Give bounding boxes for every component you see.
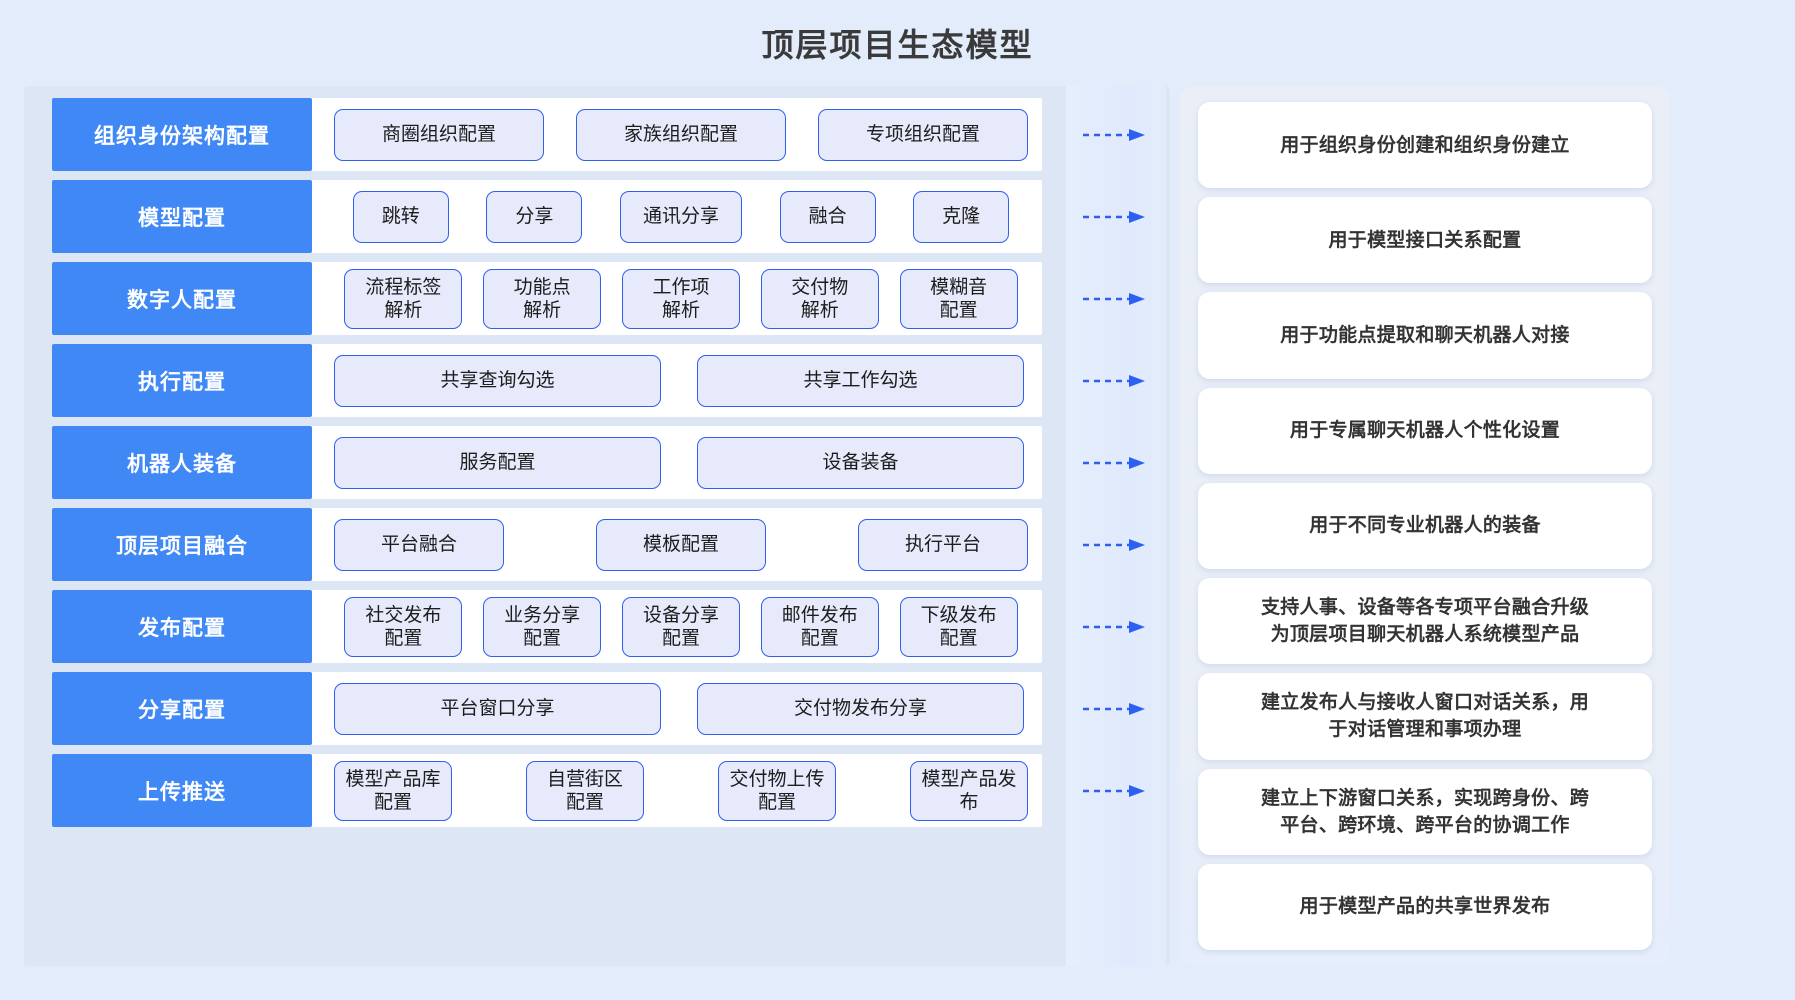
pill-button[interactable]: 交付物上传 配置 (718, 760, 836, 821)
pill-button[interactable]: 模型产品发 布 (910, 760, 1028, 821)
pill-button[interactable]: 工作项 解析 (621, 268, 740, 329)
pill-button[interactable]: 功能点 解析 (483, 268, 602, 329)
row-label-8[interactable]: 分享配置 (52, 672, 312, 745)
row-list: 组织身份架构配置商圈组织配置家族组织配置专项组织配置模型配置跳转分享通讯分享融合… (24, 98, 1170, 827)
pill-button[interactable]: 分享 (486, 190, 583, 243)
pill-button[interactable]: 社交发布 配置 (344, 596, 463, 657)
description-card: 用于功能点提取和聊天机器人对接 (1198, 292, 1652, 379)
row-label-2[interactable]: 模型配置 (52, 180, 312, 253)
pill-button[interactable]: 克隆 (913, 190, 1010, 243)
diagram-row: 组织身份架构配置商圈组织配置家族组织配置专项组织配置 (52, 98, 1042, 171)
dashed-arrow-right-icon (1066, 426, 1166, 499)
pill-button[interactable]: 通讯分享 (619, 190, 742, 243)
dashed-arrow-right-icon (1066, 180, 1166, 253)
row-items: 平台窗口分享交付物发布分享 (312, 672, 1042, 745)
pill-button[interactable]: 融合 (779, 190, 876, 243)
description-card: 用于组织身份创建和组织身份建立 (1198, 102, 1652, 189)
pill-button[interactable]: 自营街区 配置 (526, 760, 644, 821)
pill-button[interactable]: 平台窗口分享 (334, 682, 661, 735)
diagram-row: 模型配置跳转分享通讯分享融合克隆 (52, 180, 1042, 253)
pill-button[interactable]: 服务配置 (334, 436, 661, 489)
description-card: 用于模型产品的共享世界发布 (1198, 863, 1652, 950)
description-card: 建立发布人与接收人窗口对话关系，用 于对话管理和事项办理 (1198, 673, 1652, 760)
dashed-arrow-right-icon (1066, 590, 1166, 663)
row-label-3[interactable]: 数字人配置 (52, 262, 312, 335)
pill-button[interactable]: 业务分享 配置 (483, 596, 602, 657)
pill-button[interactable]: 跳转 (352, 190, 449, 243)
description-card: 用于不同专业机器人的装备 (1198, 482, 1652, 570)
diagram-body: 组织身份架构配置商圈组织配置家族组织配置专项组织配置模型配置跳转分享通讯分享融合… (0, 86, 1795, 1000)
pill-button[interactable]: 模型产品库 配置 (334, 760, 452, 821)
pill-button[interactable]: 设备装备 (697, 436, 1024, 489)
pill-button[interactable]: 下级发布 配置 (899, 596, 1018, 657)
pill-button[interactable]: 商圈组织配置 (334, 108, 544, 161)
dashed-arrow-right-icon (1066, 672, 1166, 745)
pill-button[interactable]: 模糊音 配置 (899, 268, 1018, 329)
row-items: 平台融合 模板配置 执行平台 (312, 508, 1042, 581)
row-label-7[interactable]: 发布配置 (52, 590, 312, 663)
description-panel: 用于组织身份创建和组织身份建立用于模型接口关系配置用于功能点提取和聊天机器人对接… (1180, 86, 1670, 966)
dashed-arrow-right-icon (1066, 262, 1166, 335)
dashed-arrow-right-icon (1066, 344, 1166, 417)
row-items: 服务配置设备装备 (312, 426, 1042, 499)
pill-button[interactable]: 共享查询勾选 (334, 354, 661, 407)
diagram-row: 数字人配置流程标签 解析功能点 解析工作项 解析交付物 解析模糊音 配置 (52, 262, 1042, 335)
pill-button[interactable]: 家族组织配置 (576, 108, 786, 161)
row-items: 模型产品库 配置 自营街区 配置 交付物上传 配置 模型产品发 布 (312, 754, 1042, 827)
description-card: 用于专属聊天机器人个性化设置 (1198, 387, 1652, 474)
page-title: 顶层项目生态模型 (761, 27, 1034, 63)
left-panel: 组织身份架构配置商圈组织配置家族组织配置专项组织配置模型配置跳转分享通讯分享融合… (24, 86, 1170, 966)
diagram-row: 发布配置社交发布 配置业务分享 配置设备分享 配置邮件发布 配置下级发布 配置 (52, 590, 1042, 663)
row-label-1[interactable]: 组织身份架构配置 (52, 98, 312, 171)
pill-button[interactable]: 共享工作勾选 (697, 354, 1024, 407)
row-label-4[interactable]: 执行配置 (52, 344, 312, 417)
row-items: 商圈组织配置家族组织配置专项组织配置 (312, 98, 1042, 171)
diagram-row: 顶层项目融合平台融合 模板配置 执行平台 (52, 508, 1042, 581)
pill-button[interactable]: 模板配置 (596, 518, 766, 571)
row-items: 社交发布 配置业务分享 配置设备分享 配置邮件发布 配置下级发布 配置 (312, 590, 1042, 663)
pill-button[interactable]: 平台融合 (334, 518, 504, 571)
dashed-arrow-right-icon (1066, 754, 1166, 827)
pill-button[interactable]: 流程标签 解析 (344, 268, 463, 329)
pill-button[interactable]: 执行平台 (858, 518, 1028, 571)
pill-button[interactable]: 邮件发布 配置 (760, 596, 879, 657)
diagram-row: 执行配置共享查询勾选共享工作勾选 (52, 344, 1042, 417)
pill-button[interactable]: 交付物发布分享 (697, 682, 1024, 735)
diagram-row: 分享配置平台窗口分享交付物发布分享 (52, 672, 1042, 745)
connector-band (1066, 86, 1166, 966)
pill-button[interactable]: 专项组织配置 (818, 108, 1028, 161)
diagram-row: 机器人装备服务配置设备装备 (52, 426, 1042, 499)
row-items: 共享查询勾选共享工作勾选 (312, 344, 1042, 417)
pill-button[interactable]: 交付物 解析 (760, 268, 879, 329)
diagram-row: 上传推送模型产品库 配置 自营街区 配置 交付物上传 配置 模型产品发 布 (52, 754, 1042, 827)
description-card: 用于模型接口关系配置 (1198, 197, 1652, 284)
row-label-9[interactable]: 上传推送 (52, 754, 312, 827)
description-card: 支持人事、设备等各专项平台融合升级 为顶层项目聊天机器人系统模型产品 (1198, 578, 1652, 665)
row-label-5[interactable]: 机器人装备 (52, 426, 312, 499)
dashed-arrow-right-icon (1066, 98, 1166, 171)
dashed-arrow-right-icon (1066, 508, 1166, 581)
row-label-6[interactable]: 顶层项目融合 (52, 508, 312, 581)
row-items: 跳转分享通讯分享融合克隆 (312, 180, 1042, 253)
description-card: 建立上下游窗口关系，实现跨身份、跨 平台、跨环境、跨平台的协调工作 (1198, 768, 1652, 855)
pill-button[interactable]: 设备分享 配置 (621, 596, 740, 657)
row-items: 流程标签 解析功能点 解析工作项 解析交付物 解析模糊音 配置 (312, 262, 1042, 335)
